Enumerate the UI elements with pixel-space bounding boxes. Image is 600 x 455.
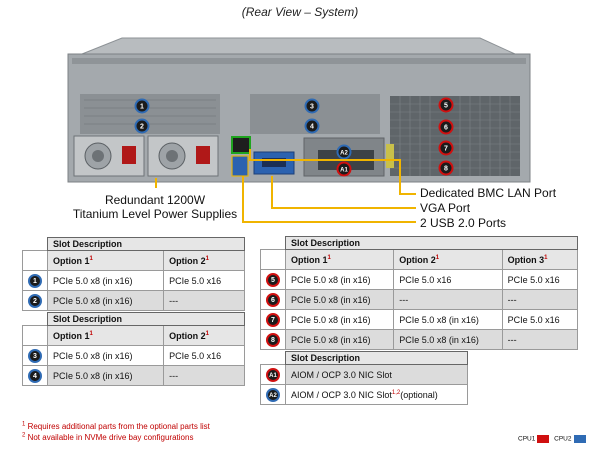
table-cell: PCIe 5.0 x8 (in x16) xyxy=(46,270,165,291)
table-row: 6 PCIe 5.0 x8 (in x16) --- --- xyxy=(260,289,579,310)
table-cell: PCIe 5.0 x8 (in x16) xyxy=(46,345,165,366)
cpu-legend: CPU1 CPU2 xyxy=(518,435,589,443)
callout-lines xyxy=(155,149,416,223)
chassis-badge-a1: A1 xyxy=(336,161,352,177)
slot-badge-7: 7 xyxy=(266,312,280,327)
footnotes: 1 Requires additional parts from the opt… xyxy=(22,421,210,443)
table-cell: PCIe 5.0 x8 (in x16) xyxy=(393,309,503,330)
bmc-lan-port xyxy=(231,136,251,154)
chassis-badge-3: 3 xyxy=(304,98,320,114)
table-cell: --- xyxy=(501,329,579,350)
table1-col-option1: Option 11 xyxy=(46,250,165,271)
slot-badge-a1: A1 xyxy=(266,367,280,382)
chassis-badge-5-label: 5 xyxy=(444,103,448,110)
table-cell: PCIe 5.0 x8 (in x16) xyxy=(284,329,395,350)
chassis-badge-a2-label: A2 xyxy=(340,151,348,157)
table-row: 8 PCIe 5.0 x8 (in x16) PCIe 5.0 x8 (in x… xyxy=(260,329,579,350)
table1-col-option2: Option 21 xyxy=(163,250,245,271)
slot-badge-2: 2 xyxy=(28,293,42,308)
chassis-badge-6: 6 xyxy=(438,119,454,135)
table-cell: PCIe 5.0 x8 (in x16) xyxy=(46,365,165,386)
table-cell: AIOM / OCP 3.0 NIC Slot xyxy=(285,364,468,385)
vga-callout-line xyxy=(271,176,416,209)
table3-title: Slot Description xyxy=(285,236,578,250)
chassis-badge-2: 2 xyxy=(134,118,150,134)
table-cell: AIOM / OCP 3.0 NIC Slot1,2(optional) xyxy=(285,384,468,405)
slot-table-3: Slot Description Option 11 Option 21 Opt… xyxy=(260,236,579,350)
psu-callout-line1: Redundant 1200W xyxy=(104,193,206,207)
usb-callout-line xyxy=(242,176,416,223)
table-cell: PCIe 5.0 x16 xyxy=(501,269,579,290)
table-row: 5 PCIe 5.0 x8 (in x16) PCIe 5.0 x16 PCIe… xyxy=(260,269,579,290)
table-cell: PCIe 5.0 x16 xyxy=(393,269,503,290)
chassis-badge-5: 5 xyxy=(438,97,454,113)
table-cell: --- xyxy=(163,365,245,386)
chassis-badge-7-label: 7 xyxy=(444,146,448,153)
chassis-badge-4-label: 4 xyxy=(310,124,314,131)
chassis-badge-2-label: 2 xyxy=(140,124,144,131)
bmc-callout-label: Dedicated BMC LAN Port xyxy=(420,186,557,200)
chassis-badge-a2: A2 xyxy=(336,144,352,160)
usb-ports xyxy=(231,155,249,177)
table2-col-option1: Option 11 xyxy=(46,325,165,346)
table-row: A1 AIOM / OCP 3.0 NIC Slot xyxy=(260,364,468,385)
chassis-badge-1: 1 xyxy=(134,98,150,114)
table-cell: --- xyxy=(501,289,579,310)
slot-table-2: Slot Description Option 11 Option 21 3 P… xyxy=(22,312,245,386)
table-cell: PCIe 5.0 x16 xyxy=(501,309,579,330)
legend-cpu1-label: CPU1 xyxy=(518,435,536,443)
slot-badge-3: 3 xyxy=(28,348,42,363)
chassis-badge-a1-label: A1 xyxy=(340,168,348,174)
table3-col-option3: Option 31 xyxy=(501,249,579,270)
table3-col-option2: Option 21 xyxy=(393,249,503,270)
table-row: 7 PCIe 5.0 x8 (in x16) PCIe 5.0 x8 (in x… xyxy=(260,309,579,330)
table-cell: PCIe 5.0 x8 (in x16) xyxy=(393,329,503,350)
chassis-badge-8-label: 8 xyxy=(444,166,448,173)
usb-callout-label: 2 USB 2.0 Ports xyxy=(420,216,507,230)
table-cell: --- xyxy=(163,290,245,311)
slot-badge-5: 5 xyxy=(266,272,280,287)
table-row: 2 PCIe 5.0 x8 (in x16) --- xyxy=(22,290,245,311)
table-cell: PCIe 5.0 x16 xyxy=(163,270,245,291)
slot-badge-a2: A2 xyxy=(266,387,280,402)
slot-table-4: Slot Description A1 AIOM / OCP 3.0 NIC S… xyxy=(260,351,468,405)
psu-callout-line2: Titanium Level Power Supplies xyxy=(72,207,238,221)
table-cell: PCIe 5.0 x8 (in x16) xyxy=(284,289,395,310)
footnote-2: 2 Not available in NVMe drive bay config… xyxy=(22,432,194,442)
chassis-badge-1-label: 1 xyxy=(140,104,144,111)
chassis-badge-8: 8 xyxy=(438,160,454,176)
table2-col-option2: Option 21 xyxy=(163,325,245,346)
table4-title: Slot Description xyxy=(285,351,468,365)
footnote-1: 1 Requires additional parts from the opt… xyxy=(22,421,210,431)
vga-callout-label: VGA Port xyxy=(420,201,471,215)
slot-badge-4: 4 xyxy=(28,368,42,383)
legend-cpu2-swatch xyxy=(573,435,586,443)
chassis-badge-6-label: 6 xyxy=(444,125,448,132)
slot-badge-1: 1 xyxy=(28,273,42,288)
table-cell: PCIe 5.0 x8 (in x16) xyxy=(284,309,395,330)
left-riser-bay xyxy=(80,94,220,134)
slot-badge-8: 8 xyxy=(266,332,280,347)
slot-table-1: Slot Description Option 11 Option 21 1 P… xyxy=(22,237,245,311)
bmc-callout-line xyxy=(249,149,416,195)
table-row: 4 PCIe 5.0 x8 (in x16) --- xyxy=(22,365,245,386)
table-row: 1 PCIe 5.0 x8 (in x16) PCIe 5.0 x16 xyxy=(22,270,245,291)
table-cell: --- xyxy=(393,289,503,310)
legend-cpu1-swatch xyxy=(537,435,550,443)
page-header: (Rear View – System) xyxy=(241,5,359,19)
chassis-badge-3-label: 3 xyxy=(310,104,314,111)
table-row: 3 PCIe 5.0 x8 (in x16) PCIe 5.0 x16 xyxy=(22,345,245,366)
chassis-badge-7: 7 xyxy=(438,140,454,156)
chassis-badge-4: 4 xyxy=(304,118,320,134)
table-row: A2 AIOM / OCP 3.0 NIC Slot1,2(optional) xyxy=(260,384,468,405)
slot-badge-6: 6 xyxy=(266,292,280,307)
psu-callout-label: Redundant 1200W Titanium Level Power Sup… xyxy=(60,193,250,221)
legend-cpu2-label: CPU2 xyxy=(554,435,572,443)
table1-title: Slot Description xyxy=(47,237,245,251)
table-cell: PCIe 5.0 x16 xyxy=(163,345,245,366)
table-cell: PCIe 5.0 x8 (in x16) xyxy=(284,269,395,290)
table-cell: PCIe 5.0 x8 (in x16) xyxy=(46,290,165,311)
table2-title: Slot Description xyxy=(47,312,245,326)
table3-col-option1: Option 11 xyxy=(284,249,395,270)
